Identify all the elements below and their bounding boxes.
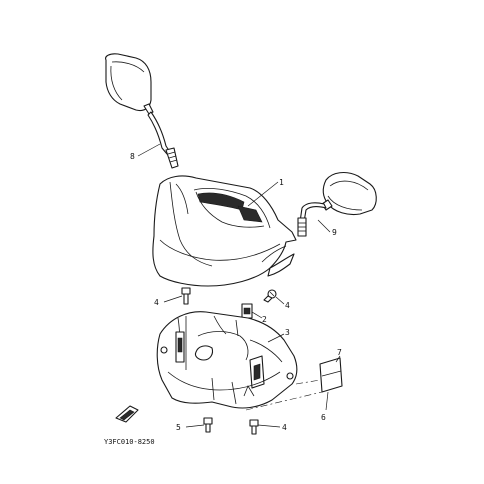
leader-9 [317,219,331,233]
dash-line-6 [245,391,323,411]
callout-4-top-right: 4 [285,301,290,310]
leader-4-top-left [163,295,183,303]
callout-6: 6 [321,413,326,422]
diagram-code: Y3FC010-8250 [104,438,155,446]
left-mirror[interactable] [105,53,179,169]
fwd-arrow-icon [115,405,139,423]
screw-top-left[interactable] [181,287,191,305]
callout-4-bottom-right: 4 [282,423,287,432]
dash-line-7 [295,379,321,385]
callout-1: 1 [279,178,284,187]
leader-7 [335,355,341,363]
leader-3 [267,333,285,343]
clip-nut[interactable] [241,303,253,319]
callout-8: 8 [130,152,135,161]
leader-4-top-right [275,296,285,305]
leader-1 [247,181,279,207]
leader-8 [137,143,161,157]
leader-2 [251,311,263,319]
leader-6 [325,391,329,411]
leader-5 [185,424,205,428]
emblem-sticker[interactable] [319,357,343,393]
callout-2: 2 [262,315,267,324]
screw-bottom-right[interactable] [249,419,259,435]
handlebar-upper-cover[interactable] [152,175,297,287]
callout-7: 7 [337,348,342,357]
callout-9: 9 [332,228,337,237]
screw-top-right[interactable] [263,289,277,303]
leader-4-bottom-right [257,424,281,428]
callout-5: 5 [176,423,181,432]
handlebar-lower-cover[interactable] [156,311,298,409]
callout-4-top-left: 4 [154,298,159,307]
screw-bottom-left[interactable] [203,417,213,433]
callout-3: 3 [285,328,290,337]
right-mirror[interactable] [297,171,377,237]
